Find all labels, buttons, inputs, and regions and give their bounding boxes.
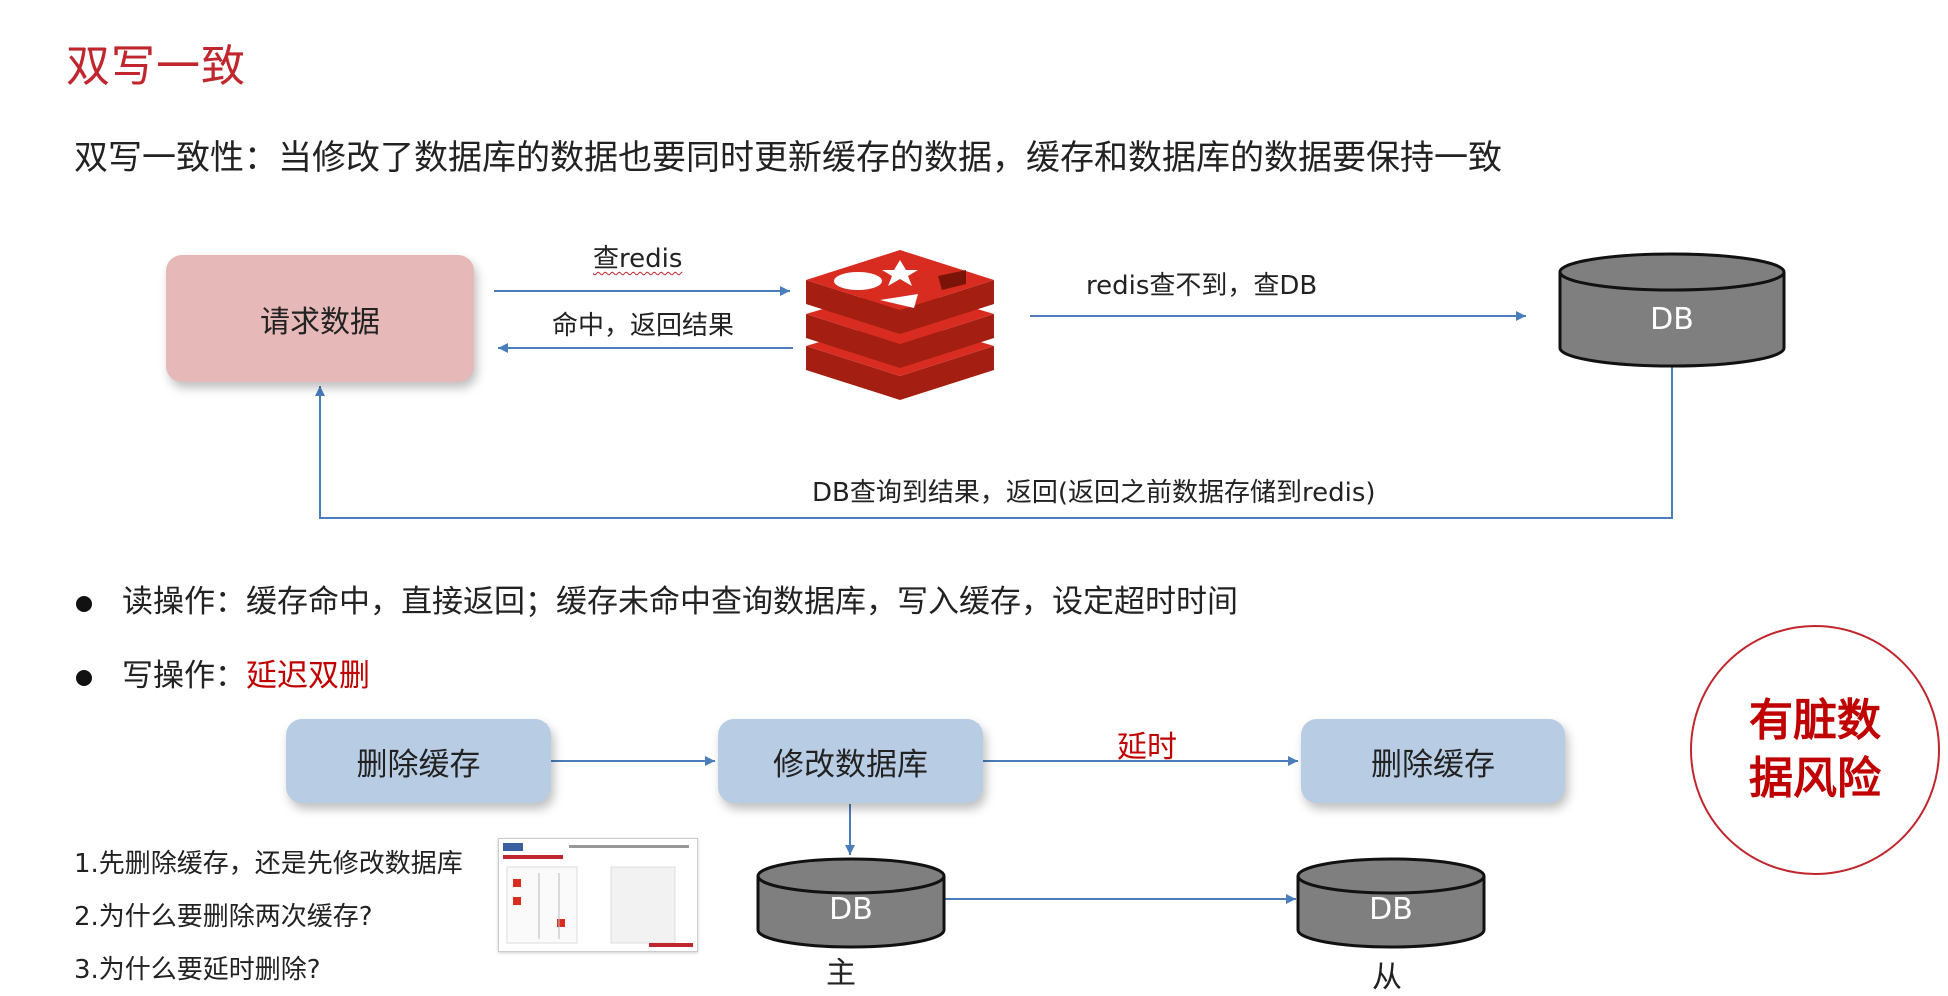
risk-line-2: 据风险 <box>1749 753 1881 804</box>
question-2: 2.为什么要删除两次缓存? <box>74 902 373 932</box>
database-cylinder-icon <box>1558 252 1786 368</box>
dirty-data-risk-badge: 有脏数据风险 <box>1690 625 1940 875</box>
write-prefix: 写操作： <box>122 658 246 694</box>
db-label: DB <box>1650 301 1694 337</box>
read-prefix: 读操作： <box>122 584 246 620</box>
db-return-label: DB查询到结果，返回(返回之前数据存储到redis) <box>812 478 1376 508</box>
flow-modify-db: 修改数据库 <box>718 719 983 803</box>
redis-logo-icon <box>806 250 994 400</box>
question-1: 1.先删除缓存，还是先修改数据库 <box>74 849 463 879</box>
write-operation-bullet: 写操作：延迟双删 <box>76 650 370 695</box>
page-title: 双写一致 <box>66 41 246 92</box>
query-redis-label: 查redis <box>593 244 683 274</box>
db-master-label: DB <box>829 891 873 927</box>
request-data-box: 请求数据 <box>166 255 474 382</box>
database-cylinder-icon <box>756 857 946 949</box>
bullet-dot-icon <box>76 595 92 612</box>
flow-delete-cache-2: 删除缓存 <box>1301 719 1565 803</box>
slave-label: 从 <box>1372 960 1402 995</box>
read-operation-bullet: 读操作：缓存命中，直接返回；缓存未命中查询数据库，写入缓存，设定超时时间 <box>76 576 1238 621</box>
database-cylinder-icon <box>1296 857 1486 949</box>
risk-line-1: 有脏数 <box>1749 695 1881 746</box>
page-subtitle: 双写一致性：当修改了数据库的数据也要同时更新缓存的数据，缓存和数据库的数据要保持… <box>74 138 1502 178</box>
hit-return-label: 命中，返回结果 <box>552 311 735 341</box>
write-highlight: 延迟双删 <box>246 658 370 694</box>
bullet-dot-icon <box>76 669 92 686</box>
flow-delete-cache-1: 删除缓存 <box>286 719 551 803</box>
delay-label: 延时 <box>1117 730 1177 765</box>
db-slave-label: DB <box>1369 891 1413 927</box>
thumbnail-image <box>498 838 698 952</box>
master-label: 主 <box>826 956 856 991</box>
arrow-db-return <box>315 362 1673 519</box>
redis-miss-label: redis查不到，查DB <box>1086 271 1318 301</box>
read-text: 缓存命中，直接返回；缓存未命中查询数据库，写入缓存，设定超时时间 <box>246 584 1238 620</box>
question-3: 3.为什么要延时删除? <box>74 955 321 985</box>
